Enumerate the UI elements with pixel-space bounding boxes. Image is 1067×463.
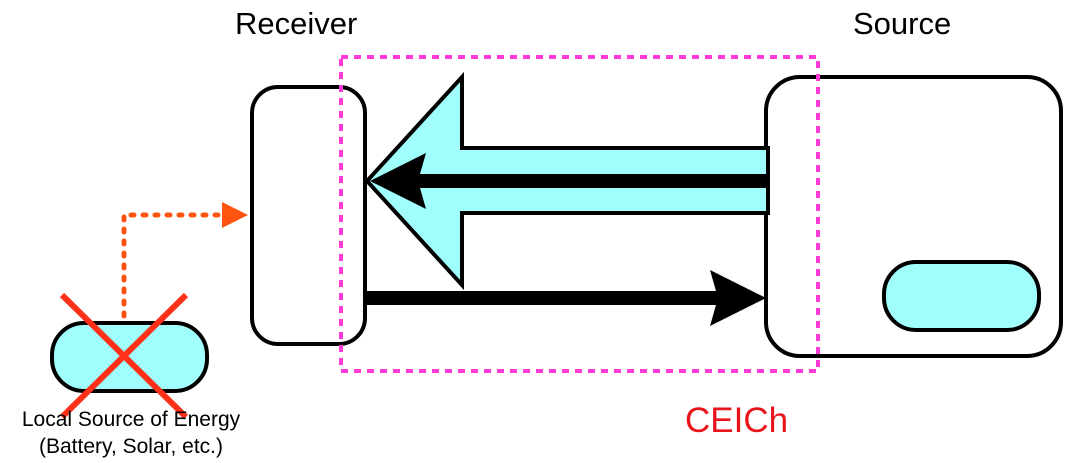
power-signal-arrowhead-icon [370, 153, 426, 209]
local-energy-dotted-line [121, 212, 225, 319]
source-battery-icon [882, 260, 1041, 332]
local-source-caption-line2: (Battery, Solar, etc.) [38, 435, 223, 458]
local-battery-icon [50, 321, 209, 393]
ceich-channel-region [339, 55, 820, 373]
receiver-label: Receiver [235, 6, 358, 41]
source-label: Source [853, 6, 952, 41]
receiver-box [250, 85, 367, 346]
feedback-arrowhead-icon [710, 270, 766, 326]
ceich-label: CEICh [685, 401, 789, 440]
disabled-cross-icon [59, 292, 189, 420]
local-energy-arrowhead-icon [222, 202, 248, 228]
local-source-caption-line1: Local Source of Energy [21, 408, 241, 431]
